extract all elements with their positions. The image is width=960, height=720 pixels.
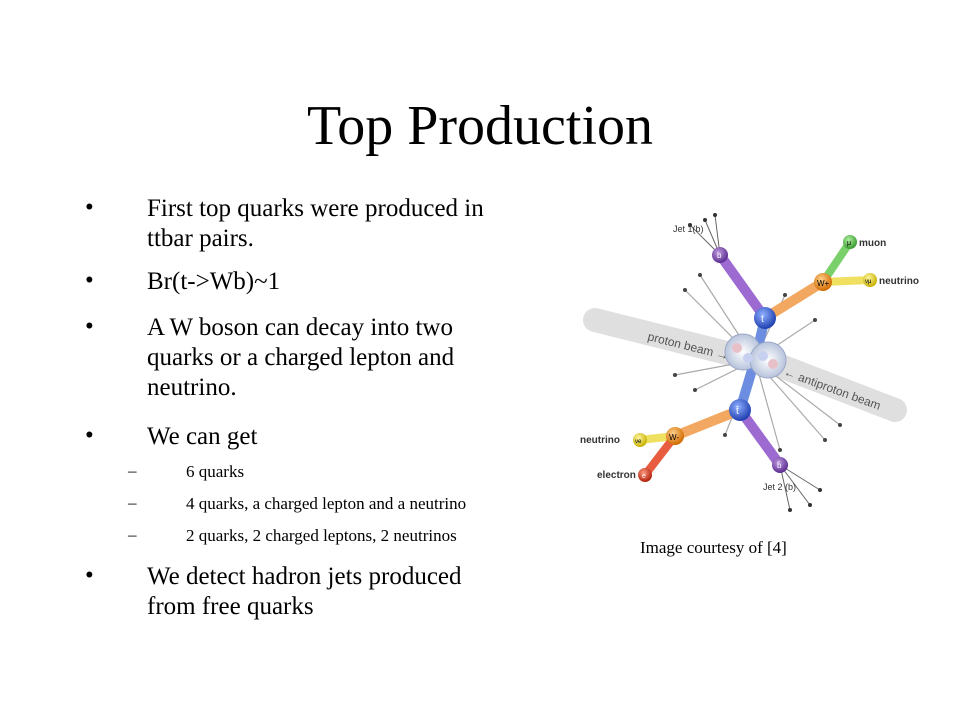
svg-text:W-: W- [669,433,679,442]
svg-text:W+: W+ [817,279,830,288]
svg-text:e: e [642,473,646,480]
muon-label: muon [859,238,886,249]
svg-text:μ: μ [847,240,851,247]
neutrino-left-label: neutrino [580,435,620,446]
jet-1-dots [688,213,717,227]
page-title: Top Production [306,95,654,157]
jet-2-dots [788,488,822,512]
bullet-2-line-1: Br(t->Wb)~1 [147,268,281,295]
svg-text:νμ: νμ [865,279,872,285]
neutrino-top-ball: νμ [863,273,877,287]
top-quark-ball: t [754,307,776,329]
svg-text:t: t [761,314,764,325]
electron-ball: e [638,468,652,482]
bullet-1-line-2: ttbar pairs. [147,225,254,252]
bullet-dot: • [85,422,94,449]
image-caption: Image courtesy of [4] [640,538,787,557]
bullet-5-line-2: from free quarks [147,593,314,620]
bullet-dot: • [85,267,94,294]
bullet-3-line-2: quarks or a charged lepton and [147,344,455,371]
electron-label: electron [597,470,636,481]
svg-text:t̄: t̄ [735,405,739,417]
w-minus-ball: W- [666,427,684,445]
bullet-3-line-1: A W boson can decay into two [147,314,453,341]
bullet-dot: • [85,194,94,221]
jet-2-label: Jet 2 (b) [763,482,796,492]
bbar-quark-ball: b̄ [772,457,788,473]
sub-bullet-1: 6 quarks [186,462,245,481]
collision-center [724,333,787,379]
sub-bullet-dash: – [128,525,137,544]
bbar-track [735,405,785,470]
svg-text:νe: νe [635,439,642,445]
bullet-4-line-1: We can get [147,423,258,450]
neutrino-left-ball: νe [633,433,647,447]
sub-bullet-dash: – [128,493,137,512]
debris-dots [673,273,842,452]
bullet-1-line-1: First top quarks were produced in [147,195,484,222]
b-quark-ball: b [712,247,728,263]
sub-bullet-3: 2 quarks, 2 charged leptons, 2 neutrinos [186,526,457,545]
antitop-quark-ball: t̄ [729,399,751,421]
antiproton-beam [753,348,907,422]
bullet-dot: • [85,313,94,340]
svg-text:b: b [717,251,722,260]
w-plus-track [760,277,828,323]
neutrino-top-label: neutrino [879,276,919,287]
svg-text:b̄: b̄ [777,461,782,470]
sub-bullet-2: 4 quarks, a charged lepton and a neutrin… [186,494,467,513]
bullet-5-line-1: We detect hadron jets produced [147,563,462,590]
sub-bullet-dash: – [128,461,137,480]
b-track [715,250,770,323]
bullet-3-line-3: neutrino. [147,374,237,401]
bullet-dot: • [85,562,94,589]
w-minus-track [670,405,745,441]
ttbar-event-diagram: proton beam → ← antiproton beam Jet 1(b) [580,213,919,512]
muon-ball: μ [843,235,857,249]
jet-1-label: Jet 1(b) [673,224,704,234]
w-plus-ball: W+ [814,273,832,291]
